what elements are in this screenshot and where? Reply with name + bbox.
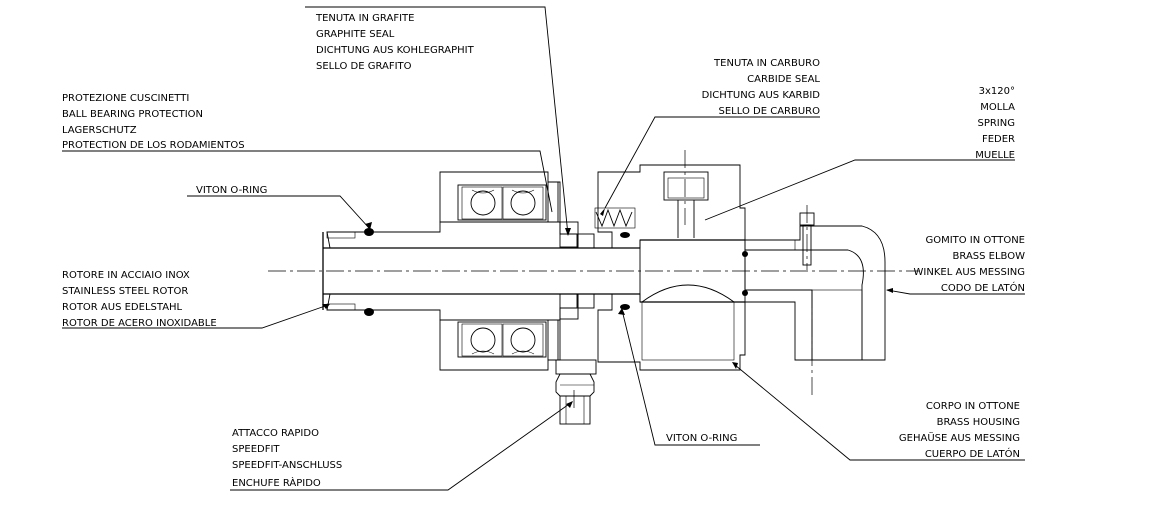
label-line: 3x120° xyxy=(979,86,1015,97)
label-viton-oring-top: VITON O-RING xyxy=(196,185,267,196)
brass-elbow xyxy=(744,212,886,361)
label-line: BRASS HOUSING xyxy=(937,417,1020,428)
label-line: ENCHUFE RÀPIDO xyxy=(232,476,321,489)
label-line: BALL BEARING PROTECTION xyxy=(62,109,203,120)
label-line: GOMITO IN OTTONE xyxy=(925,235,1025,246)
label-viton-oring-bottom: VITON O-RING xyxy=(666,433,737,444)
label-housing: CORPO IN OTTONE BRASS HOUSING GEHAÜSE AU… xyxy=(899,401,1020,460)
label-line: GEHAÜSE AUS MESSING xyxy=(899,431,1020,444)
label-line: FEDER xyxy=(982,134,1015,145)
label-line: DICHTUNG AUS KARBID xyxy=(702,90,821,101)
label-line: ATTACCO RAPIDO xyxy=(232,428,319,439)
label-line: VITON O-RING xyxy=(666,433,737,444)
label-line: TENUTA IN CARBURO xyxy=(713,58,820,69)
label-line: SELLO DE CARBURO xyxy=(719,106,821,117)
label-line: ROTOR AUS EDELSTAHL xyxy=(62,302,183,313)
label-line: CODO DE LATÓN xyxy=(941,281,1025,294)
label-line: SPEEDFIT xyxy=(232,444,280,455)
label-line: DICHTUNG AUS KOHLEGRAPHIT xyxy=(316,45,475,56)
label-line: MUELLE xyxy=(975,150,1015,161)
label-bearing-protection: PROTEZIONE CUSCINETTI BALL BEARING PROTE… xyxy=(62,93,245,151)
label-rotor: ROTORE IN ACCIAIO INOX STAINLESS STEEL R… xyxy=(62,270,217,329)
label-speedfit: ATTACCO RAPIDO SPEEDFIT SPEEDFIT-ANSCHLU… xyxy=(232,428,342,489)
label-line: VITON O-RING xyxy=(196,185,267,196)
label-line: WINKEL AUS MESSING xyxy=(914,267,1025,278)
label-line: CORPO IN OTTONE xyxy=(926,401,1020,412)
label-elbow: GOMITO IN OTTONE BRASS ELBOW WINKEL AUS … xyxy=(914,235,1026,294)
label-line: SELLO DE GRAFITO xyxy=(316,61,412,72)
label-line: MOLLA xyxy=(980,102,1015,113)
swivel-joint-drawing xyxy=(268,150,920,425)
label-line: CARBIDE SEAL xyxy=(747,74,820,85)
label-line: ROTOR DE ACERO INOXIDABLE xyxy=(62,318,217,329)
seal-rings xyxy=(547,181,595,361)
speedfit-connector xyxy=(555,373,595,425)
leader-lines xyxy=(62,6,1025,491)
label-line: LAGERSCHUTZ xyxy=(62,125,137,136)
label-line: CUERPO DE LATÓN xyxy=(925,447,1020,460)
label-line: SPEEDFIT-ANSCHLUSS xyxy=(232,460,342,471)
label-line: PROTEZIONE CUSCINETTI xyxy=(62,93,189,104)
label-line: PROTECTION DE LOS RODAMIENTOS xyxy=(62,140,245,151)
brass-housing xyxy=(555,164,746,375)
ball-bearings xyxy=(461,186,544,357)
label-graphite-seal: TENUTA IN GRAFITE GRAPHITE SEAL DICHTUNG… xyxy=(315,13,475,72)
spring xyxy=(594,207,636,229)
label-line: SPRING xyxy=(977,118,1015,129)
label-line: TENUTA IN GRAFITE xyxy=(315,13,414,24)
label-carbide-seal: TENUTA IN CARBURO CARBIDE SEAL DICHTUNG … xyxy=(702,58,821,117)
label-line: STAINLESS STEEL ROTOR xyxy=(62,286,188,297)
label-spring: 3x120° MOLLA SPRING FEDER MUELLE xyxy=(975,86,1015,161)
label-line: ROTORE IN ACCIAIO INOX xyxy=(62,270,190,281)
label-line: BRASS ELBOW xyxy=(953,251,1026,262)
o-rings xyxy=(364,228,748,316)
label-line: GRAPHITE SEAL xyxy=(316,29,395,40)
